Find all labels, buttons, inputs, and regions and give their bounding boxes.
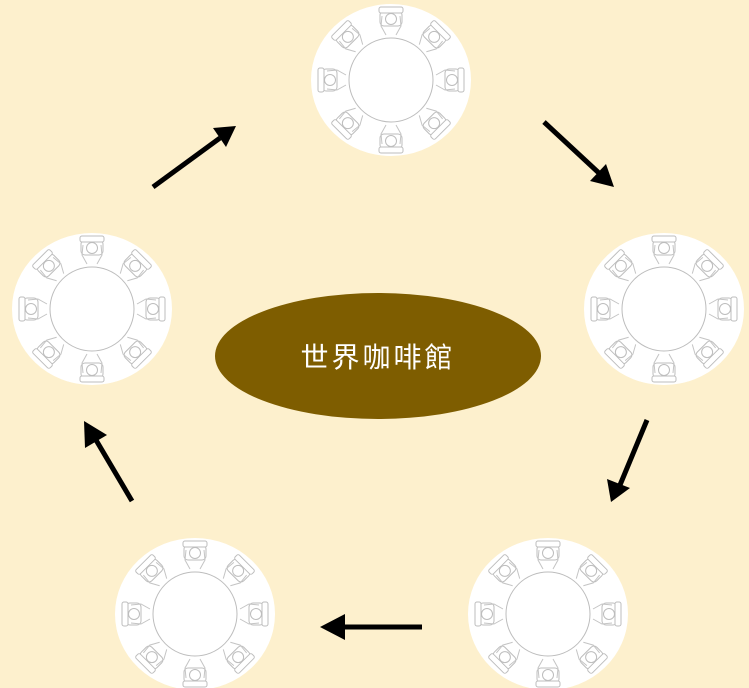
seated-person-icon	[535, 658, 561, 688]
arrow-bottom-right-to-bottom-left	[320, 614, 422, 640]
seated-person-icon	[32, 336, 65, 369]
seated-person-icon	[331, 20, 364, 53]
arrow-top-to-right	[542, 120, 614, 187]
seated-person-icon	[18, 296, 48, 322]
seated-person-icon	[119, 336, 152, 369]
seated-person-icon	[651, 235, 677, 265]
seated-person-icon	[488, 641, 521, 674]
seated-person-icon	[222, 554, 255, 587]
seated-person-icon	[418, 20, 451, 53]
round-table-top	[152, 571, 238, 657]
seated-person-icon	[239, 601, 269, 627]
seated-person-icon	[604, 336, 637, 369]
round-table-top	[505, 571, 591, 657]
table-left	[12, 233, 172, 385]
seated-person-icon	[79, 353, 105, 383]
table-bottom-left	[115, 538, 275, 688]
seated-person-icon	[691, 249, 724, 282]
seated-person-icon	[378, 6, 404, 36]
seated-person-icon	[435, 67, 465, 93]
arrow-bottom-left-to-left	[84, 421, 135, 503]
seated-person-icon	[575, 641, 608, 674]
seated-person-icon	[119, 249, 152, 282]
seated-person-icon	[418, 107, 451, 140]
seated-person-icon	[691, 336, 724, 369]
table-top	[311, 4, 471, 156]
seated-person-icon	[331, 107, 364, 140]
seated-person-icon	[378, 124, 404, 154]
seated-person-icon	[651, 353, 677, 383]
seated-person-icon	[32, 249, 65, 282]
seated-person-icon	[535, 540, 561, 570]
seated-person-icon	[135, 641, 168, 674]
seated-person-icon	[488, 554, 521, 587]
seated-person-icon	[182, 540, 208, 570]
seated-person-icon	[592, 601, 622, 627]
seated-person-icon	[222, 641, 255, 674]
table-bottom-right	[468, 538, 628, 688]
round-table-top	[348, 37, 434, 123]
seated-person-icon	[708, 296, 738, 322]
seated-person-icon	[317, 67, 347, 93]
seated-person-icon	[79, 235, 105, 265]
seated-person-icon	[182, 658, 208, 688]
arrow-right-to-bottom-right	[607, 419, 650, 502]
arrow-left-to-top	[151, 126, 236, 190]
seated-person-icon	[135, 554, 168, 587]
seated-person-icon	[590, 296, 620, 322]
center-oval	[215, 293, 541, 419]
seated-person-icon	[474, 601, 504, 627]
round-table-top	[49, 266, 135, 352]
seated-person-icon	[604, 249, 637, 282]
table-right	[584, 233, 744, 385]
seated-person-icon	[136, 296, 166, 322]
seated-person-icon	[121, 601, 151, 627]
round-table-top	[621, 266, 707, 352]
seated-person-icon	[575, 554, 608, 587]
